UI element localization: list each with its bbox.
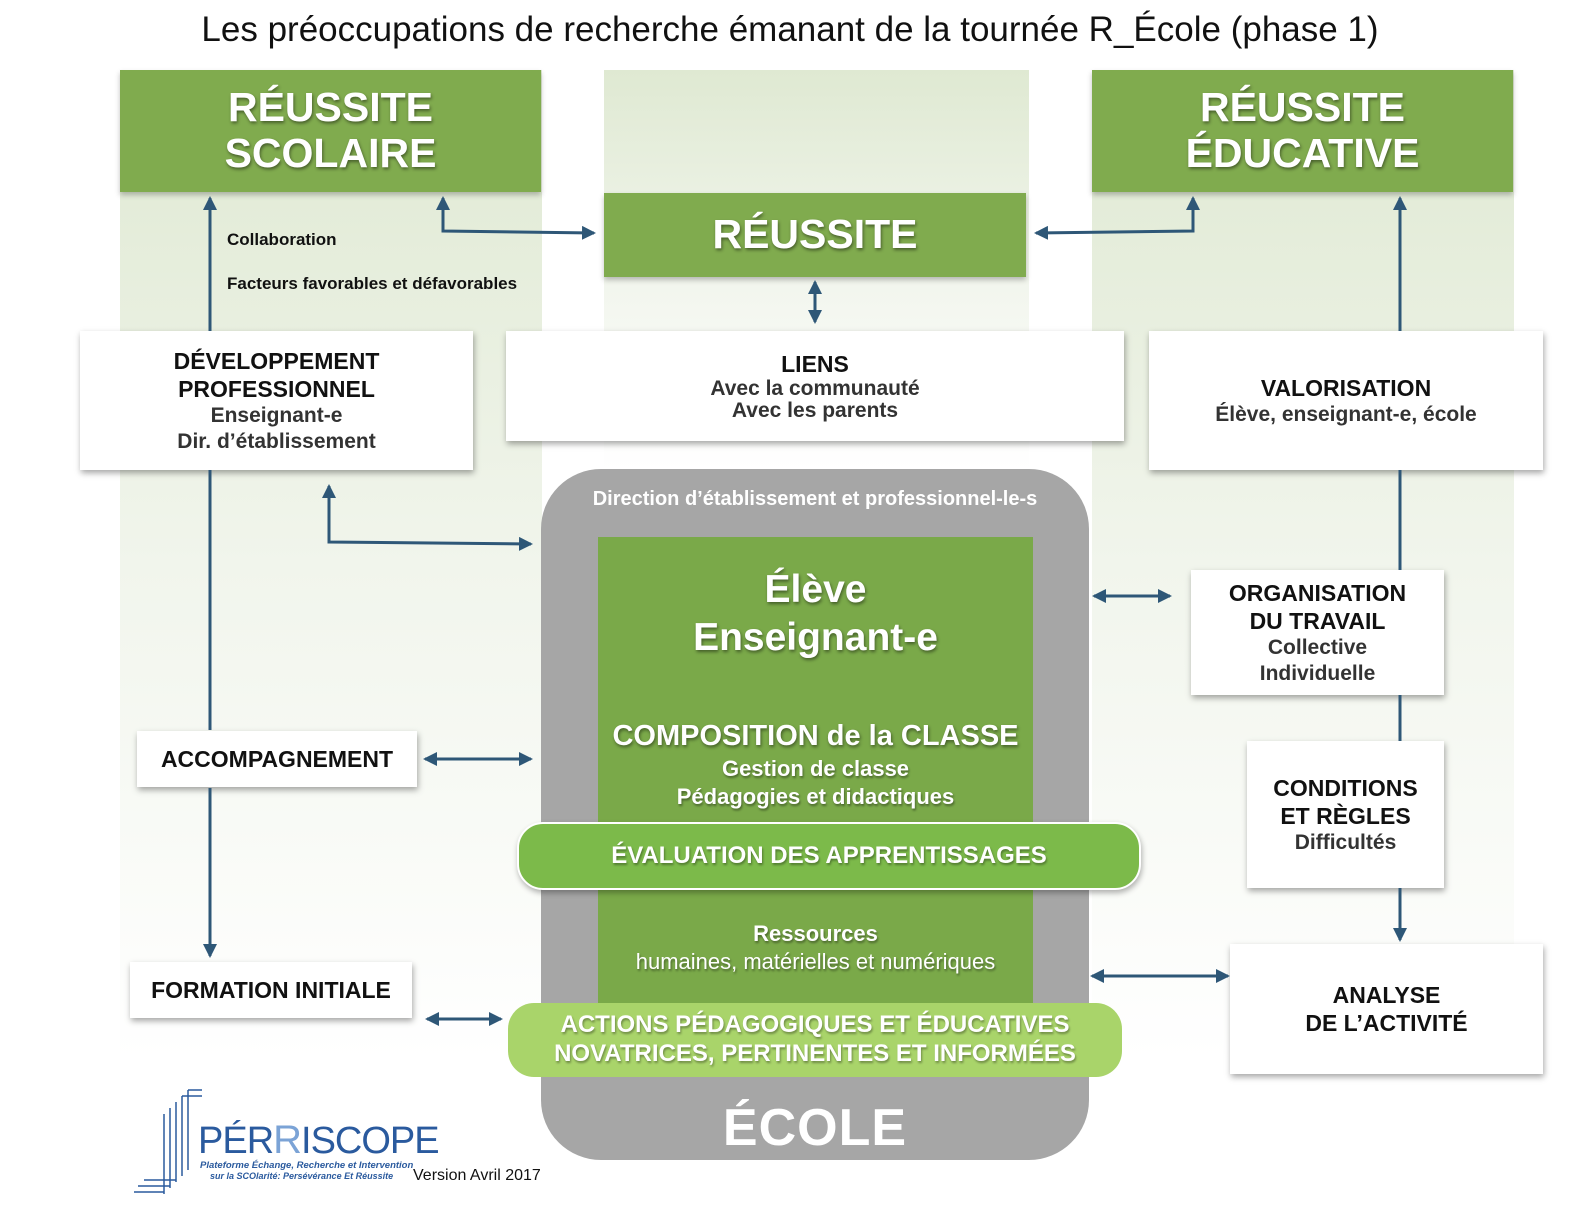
ecole-header: Direction d’établissement et professionn… [592,488,1038,510]
valorisation-sub: Élève, enseignant-e, école [1215,402,1477,426]
dev-pro-line2: PROFESSIONNEL [178,375,375,402]
evaluation-label: ÉVALUATION DES APPRENTISSAGES [611,841,1047,869]
valorisation-box: VALORISATION Élève, enseignant-e, école [1149,331,1543,470]
analyse-activite-box: ANALYSE DE L’ACTIVITÉ [1230,944,1543,1074]
gestion-classe: Gestion de classe [721,756,910,781]
valorisation-title: VALORISATION [1260,374,1432,401]
dev-pro-sub2: Dir. d’établissement [177,429,376,453]
analyse-line1: ANALYSE [1332,981,1441,1008]
logo-tagline2: sur la SCOlarité: Persévérance Et Réussi… [210,1171,394,1181]
logo-lines-graphic [134,1089,202,1194]
organisation-travail-box: ORGANISATION DU TRAVAIL Collective Indiv… [1191,570,1444,695]
accompagnement-box: ACCOMPAGNEMENT [137,731,417,787]
organisation-sub1: Collective [1267,635,1368,659]
actions-line2: NOVATRICES, PERTINENTES ET INFORMÉES [554,1040,1076,1067]
arrow-scolaire-reussite [436,196,596,240]
formation-initiale-label: FORMATION INITIALE [151,976,391,1003]
conditions-line1: CONDITIONS [1273,774,1418,801]
conditions-regles-box: CONDITIONS ET RÈGLES Difficultés [1247,741,1444,888]
center-green-panel [598,537,1033,1010]
facteurs-label: Facteurs favorables et défavorables [227,274,518,293]
liens-sub1: Avec la communauté [710,376,920,400]
periscope-logo: PÉRRISCOPE Plateforme Échange, Recherche… [132,1086,440,1196]
composition-classe: COMPOSITION de la CLASSE [612,720,1019,752]
arrow-educative-reussite [1034,196,1200,240]
reussite-box: RÉUSSITE [604,193,1026,277]
arrow-devpro-ecole [322,484,533,551]
reussite-label: RÉUSSITE [712,211,918,258]
liens-title: LIENS [781,350,849,377]
ressources-sub: humaines, matérielles et numériques [635,949,996,974]
logo-r-mark: R [273,1118,302,1162]
organisation-line1: ORGANISATION [1228,579,1407,606]
reussite-scolaire-line1: RÉUSSITE [227,84,434,131]
actions-line1: ACTIONS PÉDAGOGIQUES ET ÉDUCATIVES [560,1011,1070,1039]
reussite-educative-line2: ÉDUCATIVE [1185,130,1420,176]
center-eleve: Élève [764,568,867,611]
logo-name-part1: PÉR [198,1120,274,1162]
ecole-footer: ÉCOLE [722,1099,908,1157]
organisation-line2: DU TRAVAIL [1249,607,1386,634]
organisation-sub2: Individuelle [1259,661,1376,685]
reussite-educative-box: RÉUSSITE ÉDUCATIVE [1092,70,1513,192]
logo-name-part2: ISCOPE [301,1120,440,1162]
reussite-scolaire-box: RÉUSSITE SCOLAIRE [120,70,541,192]
pedagogies-didactiques: Pédagogies et didactiques [676,784,955,809]
formation-initiale-box: FORMATION INITIALE [130,962,412,1018]
center-enseignant: Enseignant-e [693,616,938,659]
accompagnement-label: ACCOMPAGNEMENT [160,745,394,772]
dev-pro-sub1: Enseignant-e [210,403,343,427]
developpement-professionnel-box: DÉVELOPPEMENT PROFESSIONNEL Enseignant-e… [80,331,473,470]
liens-sub2: Avec les parents [731,399,899,423]
conditions-sub: Difficultés [1294,830,1397,854]
dev-pro-line1: DÉVELOPPEMENT [173,347,380,374]
conditions-line2: ET RÈGLES [1280,802,1411,829]
logo-wordmark: PÉRRISCOPE [198,1118,440,1163]
collaboration-label: Collaboration [227,230,337,249]
ressources-title: Ressources [753,921,878,946]
analyse-line2: DE L’ACTIVITÉ [1305,1010,1468,1036]
logo-tagline1: Plateforme Échange, Recherche et Interve… [200,1160,414,1171]
actions-pill: ACTIONS PÉDAGOGIQUES ET ÉDUCATIVES NOVAT… [508,1003,1122,1077]
reussite-educative-line1: RÉUSSITE [1199,84,1406,131]
reussite-scolaire-line2: SCOLAIRE [224,130,437,176]
liens-box: LIENS Avec la communauté Avec les parent… [506,331,1124,441]
version-label: Version Avril 2017 [413,1167,541,1184]
evaluation-pill: ÉVALUATION DES APPRENTISSAGES [517,822,1141,890]
diagram-title: Les préoccupations de recherche émanant … [201,10,1379,49]
